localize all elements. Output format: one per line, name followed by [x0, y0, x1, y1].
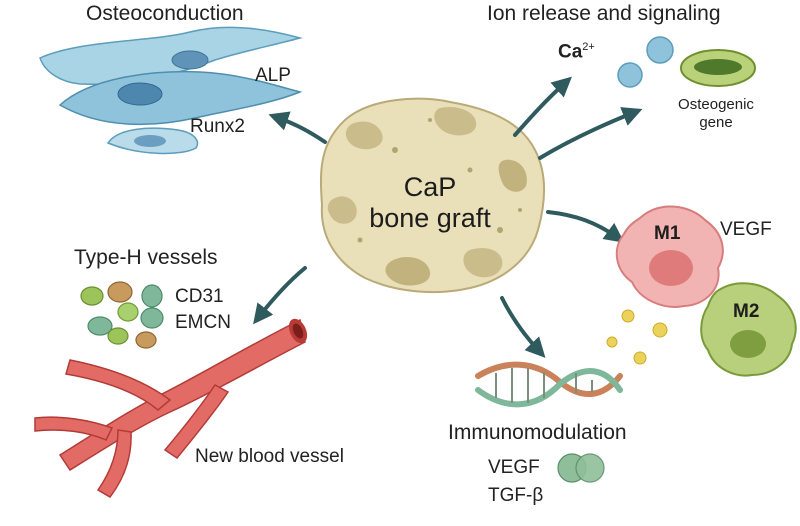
- cd31-label: CD31: [175, 286, 224, 307]
- arrow-to-immunomodulation: [500, 296, 546, 358]
- vessel-marker-cells-icon: [80, 281, 164, 349]
- m2-macrophage-icon: [700, 282, 797, 377]
- center-label: CaP bone graft: [369, 172, 491, 234]
- m1-label: M1: [654, 223, 681, 244]
- dna-helix-icon: [475, 361, 623, 408]
- arrow-to-osteogenic-gene: [538, 107, 643, 160]
- cytokine-circles-icon: [557, 453, 605, 483]
- cap-graft-icon: [319, 97, 545, 294]
- arrows: [253, 76, 643, 358]
- m1-macrophage-icon: [615, 205, 724, 308]
- osteoblast-cells-icon: [39, 26, 303, 155]
- type-h-vessels-title: Type-H vessels: [74, 246, 218, 269]
- vegf-macrophage-label: VEGF: [720, 219, 772, 240]
- yellow-cytokine-dots-icon: [606, 309, 668, 365]
- alp-label: ALP: [255, 65, 291, 86]
- emcn-label: EMCN: [175, 312, 231, 333]
- calcium-ion-label: Ca2+: [558, 41, 595, 63]
- osteogenic-gene-label: Osteogenic gene: [678, 96, 754, 131]
- tgf-beta-label: TGF-β: [488, 485, 544, 506]
- arrow-to-calcium: [513, 76, 572, 137]
- arrow-to-vessels: [253, 266, 307, 325]
- osteoconduction-title: Osteoconduction: [86, 2, 244, 25]
- arrow-to-osteoconduction: [268, 111, 327, 144]
- vegf-immuno-label: VEGF: [488, 457, 540, 478]
- m2-label: M2: [733, 301, 760, 322]
- ion-release-title: Ion release and signaling: [487, 2, 721, 25]
- blood-vessel-icon: [34, 318, 308, 498]
- osteogenic-gene-icon: [680, 49, 756, 87]
- arrow-to-macrophages: [546, 210, 625, 243]
- runx2-label: Runx2: [190, 116, 245, 137]
- new-blood-vessel-label: New blood vessel: [195, 446, 344, 467]
- immunomodulation-title: Immunomodulation: [448, 421, 627, 444]
- ion-dots-icon: [617, 36, 674, 88]
